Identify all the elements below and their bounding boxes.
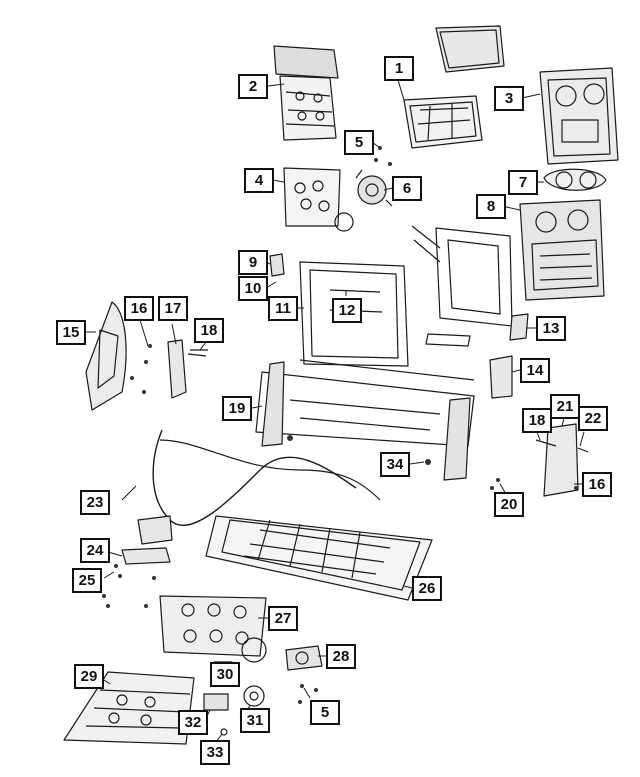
- callout-3[interactable]: 3: [494, 86, 524, 111]
- callout-19[interactable]: 19: [222, 396, 252, 421]
- callout-12[interactable]: 12: [332, 298, 362, 323]
- callout-16[interactable]: 16: [124, 296, 154, 321]
- callout-26[interactable]: 26: [412, 576, 442, 601]
- callout-5-bottom[interactable]: 5: [310, 700, 340, 725]
- callout-5[interactable]: 5: [344, 130, 374, 155]
- part-24-bracket: [121, 547, 171, 565]
- callout-2[interactable]: 2: [238, 74, 268, 99]
- part-28-motor: [285, 645, 323, 671]
- callout-18-right[interactable]: 18: [522, 408, 552, 433]
- part-15-side-shield: [85, 301, 127, 411]
- callout-32[interactable]: 32: [178, 710, 208, 735]
- callout-6[interactable]: 6: [392, 176, 422, 201]
- callout-20[interactable]: 20: [494, 492, 524, 517]
- part-3-rear-panel: [539, 67, 619, 165]
- part-4-back-pad: [283, 167, 354, 232]
- part-17-bracket: [167, 339, 208, 399]
- callout-10[interactable]: 10: [238, 276, 268, 301]
- callout-11[interactable]: 11: [268, 296, 298, 321]
- part-26-cushion-frame: [205, 515, 433, 601]
- callout-9[interactable]: 9: [238, 250, 268, 275]
- small-trim-pieces: [269, 253, 529, 399]
- callout-22[interactable]: 22: [578, 406, 608, 431]
- part-29-bottom-panel: [63, 671, 195, 745]
- callout-17[interactable]: 17: [158, 296, 188, 321]
- callout-31[interactable]: 31: [240, 708, 270, 733]
- callout-7[interactable]: 7: [508, 170, 538, 195]
- callout-14[interactable]: 14: [520, 358, 550, 383]
- callout-16-right[interactable]: 16: [582, 472, 612, 497]
- callout-25[interactable]: 25: [72, 568, 102, 593]
- part-6-motor: [355, 169, 393, 207]
- fasteners: [102, 146, 578, 704]
- part-19-track-frame: [255, 359, 475, 481]
- callout-15[interactable]: 15: [56, 320, 86, 345]
- callout-13[interactable]: 13: [536, 316, 566, 341]
- callout-28[interactable]: 28: [326, 644, 356, 669]
- part-2-back-cover: [273, 45, 339, 141]
- callout-21[interactable]: 21: [550, 394, 580, 419]
- part-7-cup-holder: [543, 168, 607, 191]
- callout-33[interactable]: 33: [200, 740, 230, 765]
- part-21-bracket: [535, 423, 589, 497]
- back-frame-right: [411, 225, 513, 327]
- callout-27[interactable]: 27: [268, 606, 298, 631]
- callout-30[interactable]: 30: [210, 662, 240, 687]
- callout-4[interactable]: 4: [244, 168, 274, 193]
- part-27-seat-pan: [159, 595, 267, 663]
- callout-34[interactable]: 34: [380, 452, 410, 477]
- callout-8[interactable]: 8: [476, 194, 506, 219]
- part-8-console: [519, 199, 605, 301]
- callout-29[interactable]: 29: [74, 664, 104, 689]
- callout-18[interactable]: 18: [194, 318, 224, 343]
- part-23-harness: [137, 429, 381, 545]
- part-1-cushion-pad: [403, 25, 505, 149]
- callout-23[interactable]: 23: [80, 490, 110, 515]
- callout-1[interactable]: 1: [384, 56, 414, 81]
- callout-24[interactable]: 24: [80, 538, 110, 563]
